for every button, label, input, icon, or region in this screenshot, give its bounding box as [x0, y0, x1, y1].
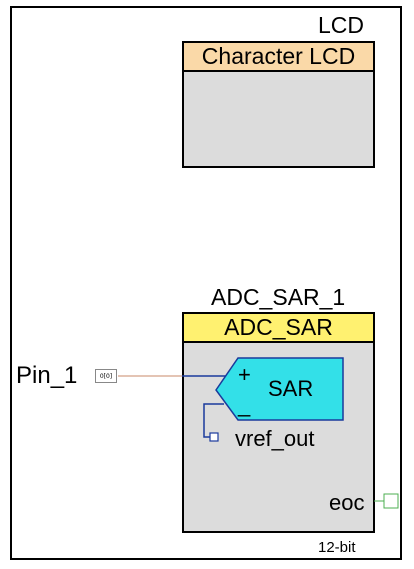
pin-terminal[interactable]: 0[0] — [95, 369, 117, 383]
sheet-border — [10, 6, 402, 560]
sar-triangle-icon — [215, 357, 344, 421]
sar-minus-symbol: _ — [238, 392, 251, 417]
vref-terminal-icon[interactable] — [209, 432, 219, 442]
vref-out-label: vref_out — [235, 426, 315, 451]
lcd-component-type: Character LCD — [184, 43, 373, 72]
adc-instance-name[interactable]: ADC_SAR_1 — [211, 284, 346, 310]
pin-name[interactable]: Pin_1 — [16, 362, 78, 389]
eoc-label: eoc — [329, 490, 365, 515]
vref-wire[interactable] — [203, 403, 224, 438]
eoc-terminal-icon[interactable] — [383, 493, 399, 509]
lcd-instance-name[interactable]: LCD — [318, 12, 365, 38]
adc-component-type: ADC_SAR — [184, 314, 373, 343]
adc-component[interactable]: ADC_SAR — [182, 312, 375, 533]
lcd-component[interactable]: Character LCD — [182, 41, 375, 168]
sar-plus-symbol: + — [238, 362, 251, 387]
sar-label: SAR — [268, 376, 314, 401]
adc-resolution: 12-bit — [318, 539, 356, 556]
